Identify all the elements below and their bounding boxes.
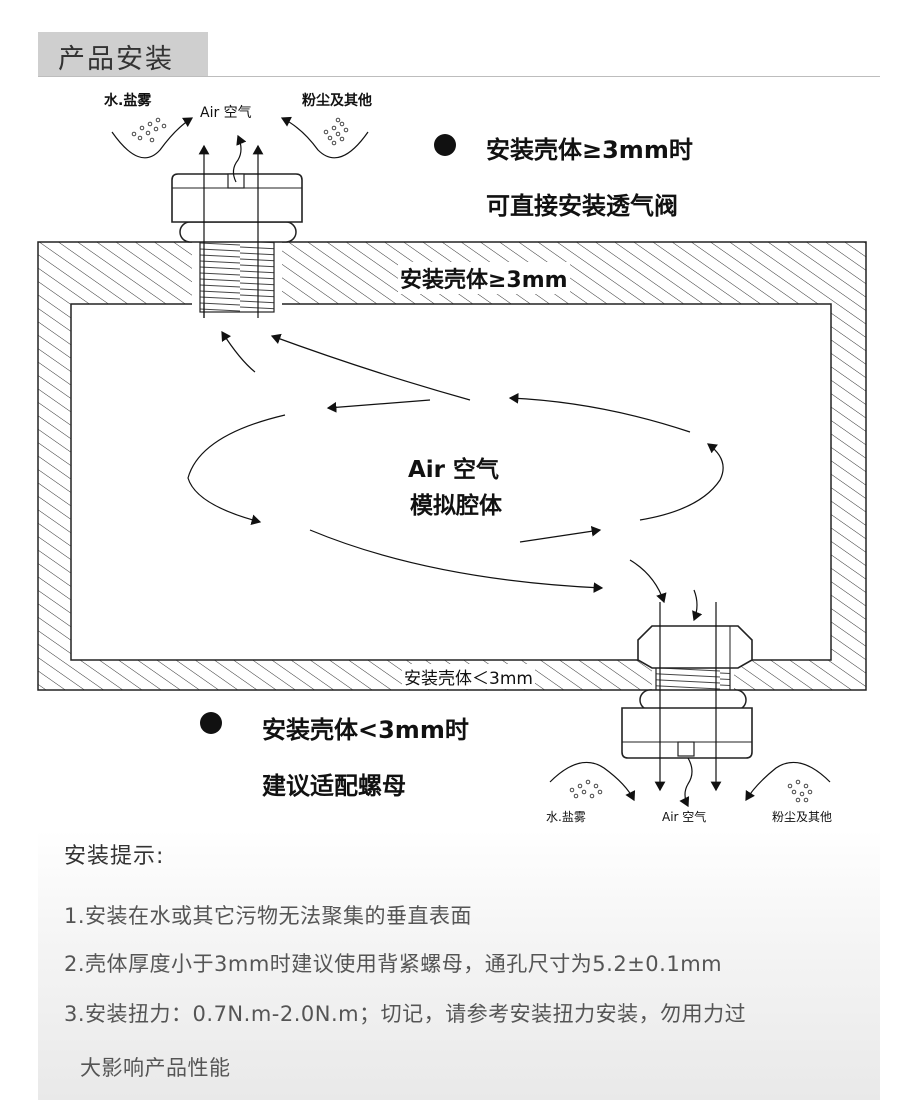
bottom-water-label: 水.盐雾 (546, 810, 586, 824)
note-thin-line1: 安装壳体<3mm时 (262, 716, 469, 744)
housing-wall (37, 241, 867, 691)
tip-item: 1.安装在水或其它污物无法聚集的垂直表面 (64, 904, 473, 928)
cavity-label-line2: 模拟腔体 (410, 493, 502, 519)
bullet-thin-housing (200, 712, 222, 734)
top-water-label: 水.盐雾 (104, 93, 152, 109)
section-divider (38, 76, 880, 77)
tips-title: 安装提示: (64, 844, 165, 869)
top-vent-valve (111, 116, 369, 318)
tips-panel (38, 830, 880, 1100)
section-tab: 产品安装 (38, 32, 208, 76)
bottom-vent-valve (549, 602, 831, 808)
bottom-air-label: Air 空气 (662, 810, 707, 824)
note-thick-line1: 安装壳体≥3mm时 (486, 136, 693, 164)
section-title: 产品安装 (58, 44, 174, 75)
airflow-arrows (187, 304, 724, 622)
wall-top-label: 安装壳体≥3mm (398, 262, 570, 294)
tip-item: 2.壳体厚度小于3mm时建议使用背紧螺母，通孔尺寸为5.2±0.1mm (64, 952, 723, 976)
note-thick-line2: 可直接安装透气阀 (486, 192, 678, 220)
wall-bottom-label: 安装壳体＜3mm (402, 664, 535, 689)
cavity-label-line1: Air 空气 (408, 457, 500, 483)
note-thin-line2: 建议适配螺母 (262, 772, 406, 800)
tip-item: 3.安装扭力：0.7N.m-2.0N.m；切记，请参考安装扭力安装，勿用力过 (64, 1002, 747, 1026)
installation-diagram (37, 116, 867, 808)
bullet-thick-housing (434, 134, 456, 156)
tip-item: 大影响产品性能 (80, 1056, 231, 1080)
bottom-dust-label: 粉尘及其他 (772, 810, 833, 824)
top-dust-label: 粉尘及其他 (302, 93, 372, 109)
top-air-label: Air 空气 (200, 105, 252, 121)
